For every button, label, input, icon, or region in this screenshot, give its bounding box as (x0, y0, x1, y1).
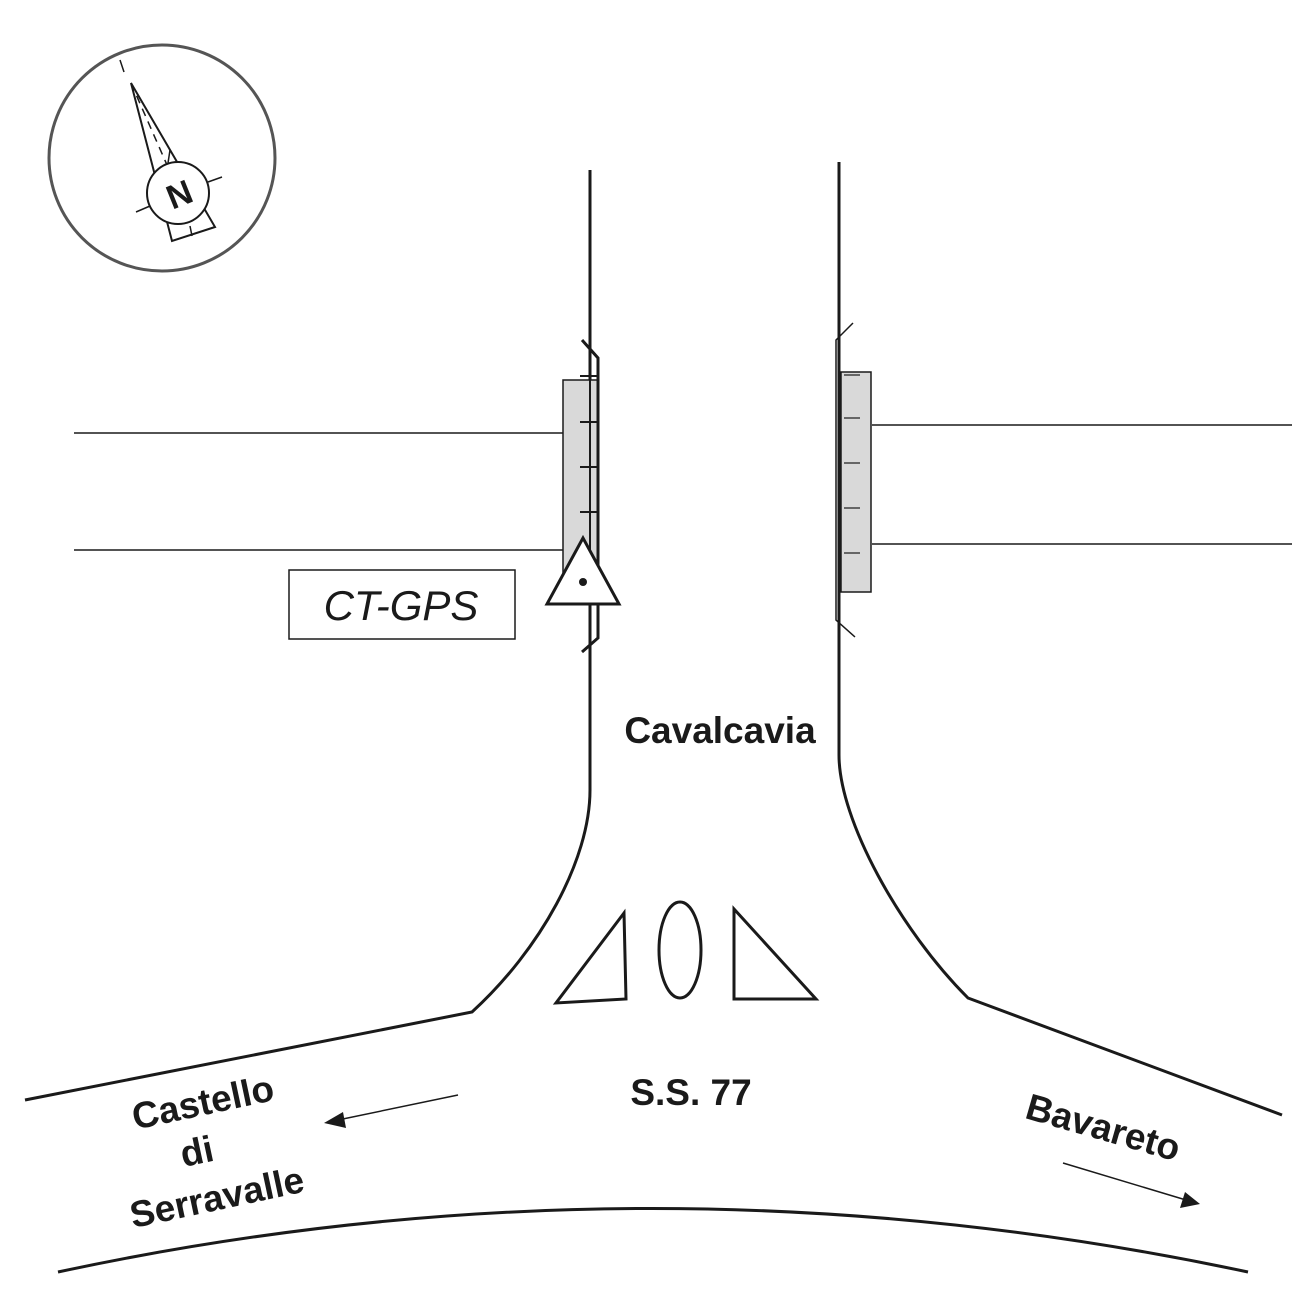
station-label-box (288, 569, 516, 640)
road-edge-right (837, 162, 1283, 1117)
compass: N (47, 43, 277, 273)
station-code: CT-GPS (324, 582, 479, 629)
traffic-island-center (657, 900, 703, 1000)
road-edge-left (24, 170, 592, 1102)
destination-right: Bavareto (1021, 1086, 1185, 1169)
destination-left-line-2: di (177, 1128, 218, 1175)
destination-left-line-3: Serravalle (126, 1159, 308, 1236)
arrow-right-icon (1062, 1162, 1200, 1208)
road-label: S.S. 77 (630, 1072, 751, 1113)
right-abutment (835, 322, 872, 638)
destination-left-line-1: Castello (128, 1067, 277, 1137)
road-edge-bottom (57, 1207, 1249, 1274)
triangle-station-icon (544, 534, 622, 606)
arrow-left-icon (324, 1094, 459, 1128)
north-arrow-icon (130, 82, 223, 243)
overpass-label: Cavalcavia (624, 710, 816, 751)
traffic-island-right (732, 905, 820, 1001)
compass-ring (47, 43, 277, 273)
traffic-island-left (552, 908, 628, 1005)
